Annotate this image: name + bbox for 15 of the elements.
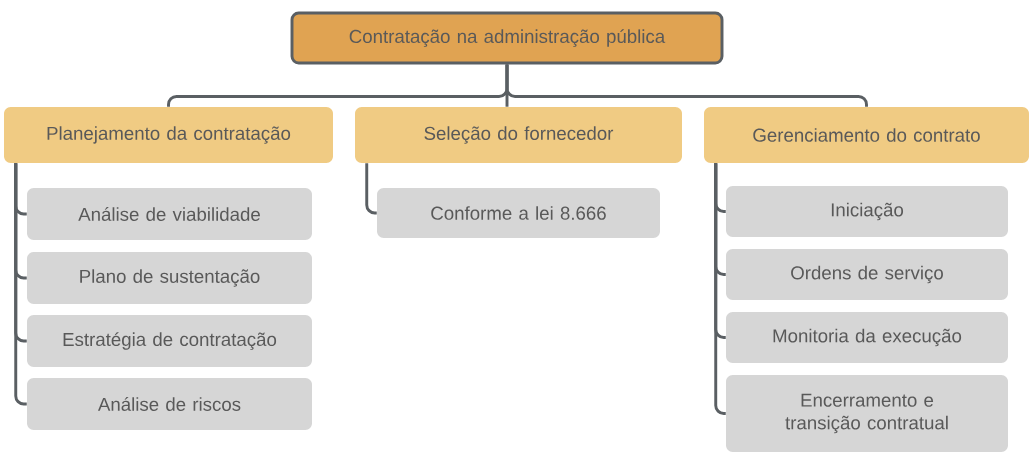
item-box: Monitoria da execução xyxy=(726,312,1008,363)
item-box: Plano de sustentação xyxy=(27,252,312,304)
item-box: Encerramento e transição contratual xyxy=(726,375,1008,452)
connector-line xyxy=(505,64,868,107)
item-box: Iniciação xyxy=(726,186,1008,237)
connector-line xyxy=(14,163,27,406)
item-box: Ordens de serviço xyxy=(726,249,1008,300)
category-box: Seleção do fornecedor xyxy=(355,107,682,163)
category-box: Gerenciamento do contrato xyxy=(704,107,1029,163)
item-box: Análise de viabilidade xyxy=(27,188,312,240)
root-box: Contratação na administração pública xyxy=(290,11,724,65)
item-box: Conforme a lei 8.666 xyxy=(377,188,660,238)
item-box: Análise de riscos xyxy=(27,378,312,430)
item-box: Estratégia de contratação xyxy=(27,315,312,367)
category-box: Planejamento da contratação xyxy=(4,107,333,163)
